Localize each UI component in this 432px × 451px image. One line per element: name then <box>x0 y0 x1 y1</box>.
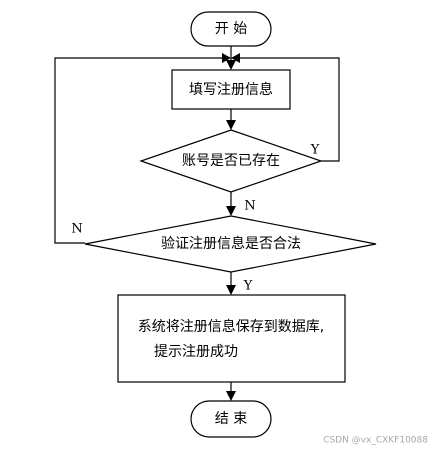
account-exists-decision <box>139 129 323 193</box>
save-info-node <box>117 294 346 383</box>
validate-info-decision-label: 验证注册信息是否合法 <box>161 235 301 252</box>
account-exists-decision-label: 账号是否已存在 <box>182 153 280 169</box>
edge-valid-no-loop <box>54 57 224 244</box>
fill-info-node <box>171 69 291 110</box>
end-node-label: 结 束 <box>215 411 247 427</box>
edge-label-valid-no: N <box>71 222 82 237</box>
arrow-valid-no-loop <box>222 53 231 63</box>
save-info-node-line2: 提示注册成功 <box>154 344 238 360</box>
fill-info-node-label: 填写注册信息 <box>189 81 273 98</box>
edge-exists-yes-loop <box>238 57 340 162</box>
arrow-save-to-end <box>226 391 236 401</box>
validate-info-decision <box>84 215 377 273</box>
edge-label-valid-yes: Y <box>243 279 253 294</box>
edge-label-exists-yes: Y <box>310 143 320 158</box>
arrow-start-to-fill <box>226 60 236 70</box>
arrow-exists-no-to-validate <box>226 206 236 216</box>
edge-label-exists-no: N <box>244 199 255 214</box>
arrow-fill-to-exists <box>226 120 236 130</box>
save-info-node-line1: 系统将注册信息保存到数据库, <box>138 318 324 335</box>
arrow-exists-yes-loop <box>231 53 240 63</box>
start-node <box>190 11 272 47</box>
csdn-watermark: CSDN @vx_CXKF10088 <box>323 436 428 446</box>
end-node <box>190 400 272 438</box>
start-node-label: 开 始 <box>215 21 247 37</box>
arrow-valid-yes-to-save <box>226 285 236 295</box>
